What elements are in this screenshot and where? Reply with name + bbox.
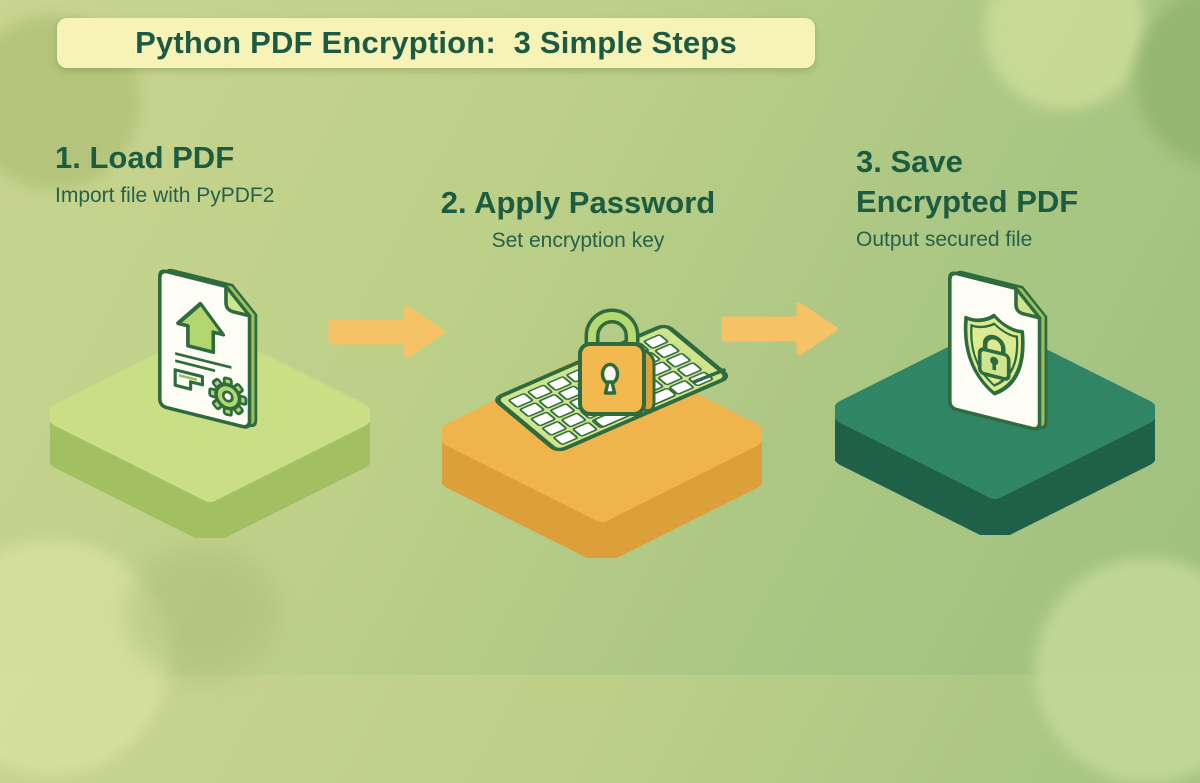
step-2-heading: 2. Apply Password — [440, 185, 716, 220]
step-2-text-block: 2. Apply Password Set encryption key — [408, 183, 748, 254]
step-3-heading: 3. Save Encrypted PDF — [856, 144, 1079, 219]
step-3-subtitle: Output secured file — [856, 228, 1033, 251]
step-1-heading: 1. Load PDF — [55, 140, 235, 175]
keyboard-padlock-icon — [495, 308, 729, 452]
background-blob — [1035, 558, 1200, 783]
step-1-subtitle: Import file with PyPDF2 — [55, 184, 275, 207]
arrow-right-icon — [328, 305, 445, 359]
step-1-text-block: 1. Load PDF Import file with PyPDF2 — [55, 138, 385, 209]
page-title: Python PDF Encryption: 3 Simple Steps — [135, 25, 737, 60]
step-2-subtitle: Set encryption key — [491, 229, 665, 252]
pdf-upload-document-icon — [157, 268, 258, 429]
step-3-text-block: 3. Save Encrypted PDF Output secured fil… — [856, 142, 1156, 253]
shield-lock-document-icon — [947, 270, 1048, 431]
arrow-right-icon — [721, 302, 838, 356]
background-blob — [125, 545, 280, 680]
background-blob — [985, 0, 1145, 110]
title-banner: Python PDF Encryption: 3 Simple Steps — [57, 18, 815, 68]
